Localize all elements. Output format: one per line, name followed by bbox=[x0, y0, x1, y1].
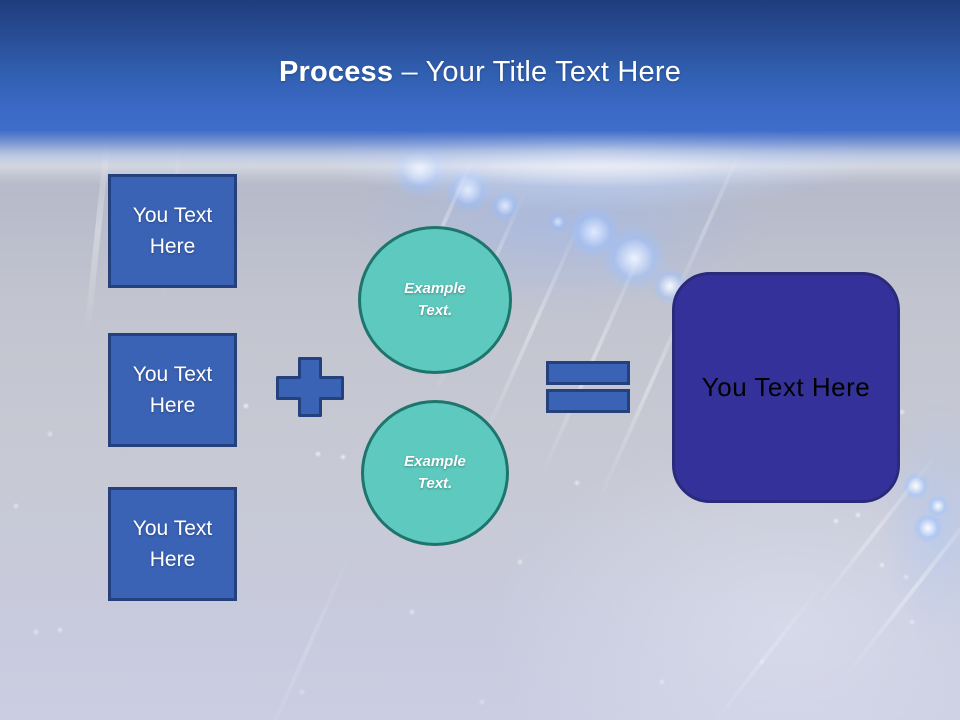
input-box-3-label: You Text Here bbox=[132, 516, 213, 572]
page-title-emphasis: Process bbox=[278, 56, 394, 88]
title-bar-fade bbox=[0, 130, 960, 176]
example-circle-2-line2: Text. bbox=[417, 475, 453, 492]
input-box-3: You Text Here bbox=[108, 487, 237, 601]
page-title: Process – Your Title Text Here bbox=[0, 56, 960, 89]
result-box: You Text Here bbox=[672, 272, 900, 503]
example-circle-1-line2: Text. bbox=[417, 302, 453, 319]
light-ray bbox=[540, 240, 648, 475]
input-box-1-label: You Text Here bbox=[132, 203, 213, 259]
result-box-label: You Text Here bbox=[701, 372, 871, 402]
example-circle-2: Example Text. bbox=[361, 400, 509, 546]
example-circle-1: Example Text. bbox=[358, 226, 512, 374]
example-circle-1-line1: Example bbox=[404, 279, 466, 297]
input-box-2: You Text Here bbox=[108, 333, 237, 447]
input-box-1: You Text Here bbox=[108, 174, 237, 288]
input-box-2-label: You Text Here bbox=[132, 362, 213, 418]
page-title-rest: – Your Title Text Here bbox=[401, 56, 682, 88]
example-circle-2-line1: Example bbox=[404, 452, 466, 470]
equals-icon bbox=[546, 361, 630, 413]
light-ray bbox=[844, 493, 960, 677]
plus-icon bbox=[276, 357, 344, 417]
light-ray bbox=[260, 548, 354, 720]
light-ray bbox=[703, 574, 831, 720]
title-bar bbox=[0, 0, 960, 130]
